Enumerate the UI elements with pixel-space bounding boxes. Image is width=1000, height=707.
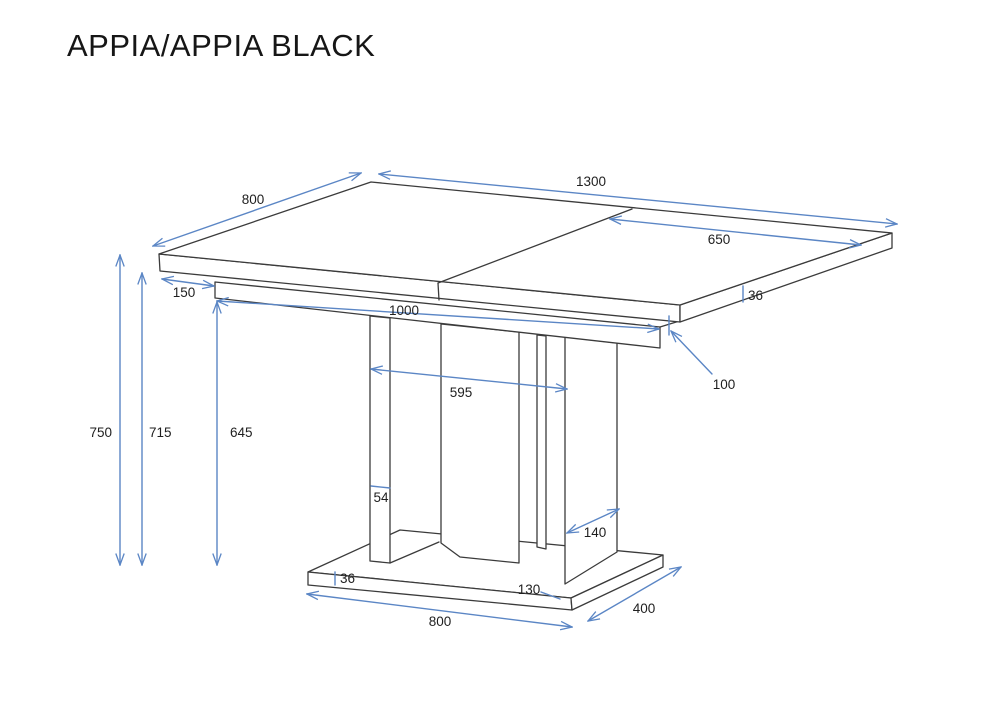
pedestal-middle-panel: [440, 323, 520, 564]
dim-label-base-thickness: 36: [340, 571, 355, 586]
dim-label-panel-depth: 140: [584, 525, 607, 540]
dim-line-left-overhang: [162, 279, 214, 286]
dim-label-base-depth: 400: [633, 601, 656, 616]
dim-tick-panel-thickness: [370, 485, 391, 489]
dim-label-pedestal-inner-span: 595: [450, 385, 473, 400]
pedestal-right-panel: [564, 336, 618, 585]
dim-label-height-under-top: 715: [149, 425, 172, 440]
dimension-lines: [120, 173, 897, 627]
dim-label-extension-half: 650: [708, 232, 731, 247]
pedestal-rear-panel-edge: [536, 334, 547, 550]
dim-line-extension-half: [610, 219, 861, 245]
dim-line-base-depth: [588, 567, 681, 621]
dim-label-top-thickness: 36: [748, 288, 763, 303]
dim-line-base-length: [307, 594, 572, 627]
pedestal-left-panel: [369, 315, 391, 564]
dim-line-pedestal-inner-span: [371, 369, 567, 389]
dim-line-top-depth: [153, 173, 361, 246]
dim-label-base-offset: 130: [518, 582, 541, 597]
dim-label-top-depth: 800: [242, 192, 265, 207]
dim-line-underframe-length: [217, 301, 659, 329]
dim-label-top-length: 1300: [576, 174, 606, 189]
dim-label-base-length: 800: [429, 614, 452, 629]
dim-leader-underframe-offset: [671, 331, 713, 375]
pedestal-left-panel-bottom-back-edge: [389, 541, 440, 564]
dimension-labels: 800 1300 650 36 150 1000 100 750 715 645…: [89, 174, 763, 629]
dim-label-panel-thickness: 54: [373, 490, 389, 505]
dim-label-pedestal-height: 645: [230, 425, 253, 440]
dim-line-panel-depth: [567, 509, 619, 533]
dim-label-left-overhang: 150: [173, 285, 196, 300]
page-title: APPIA/APPIA BLACK: [67, 28, 376, 63]
dim-label-underframe-length: 1000: [389, 303, 419, 318]
dim-label-underframe-offset: 100: [713, 377, 736, 392]
dim-label-total-height: 750: [89, 425, 112, 440]
